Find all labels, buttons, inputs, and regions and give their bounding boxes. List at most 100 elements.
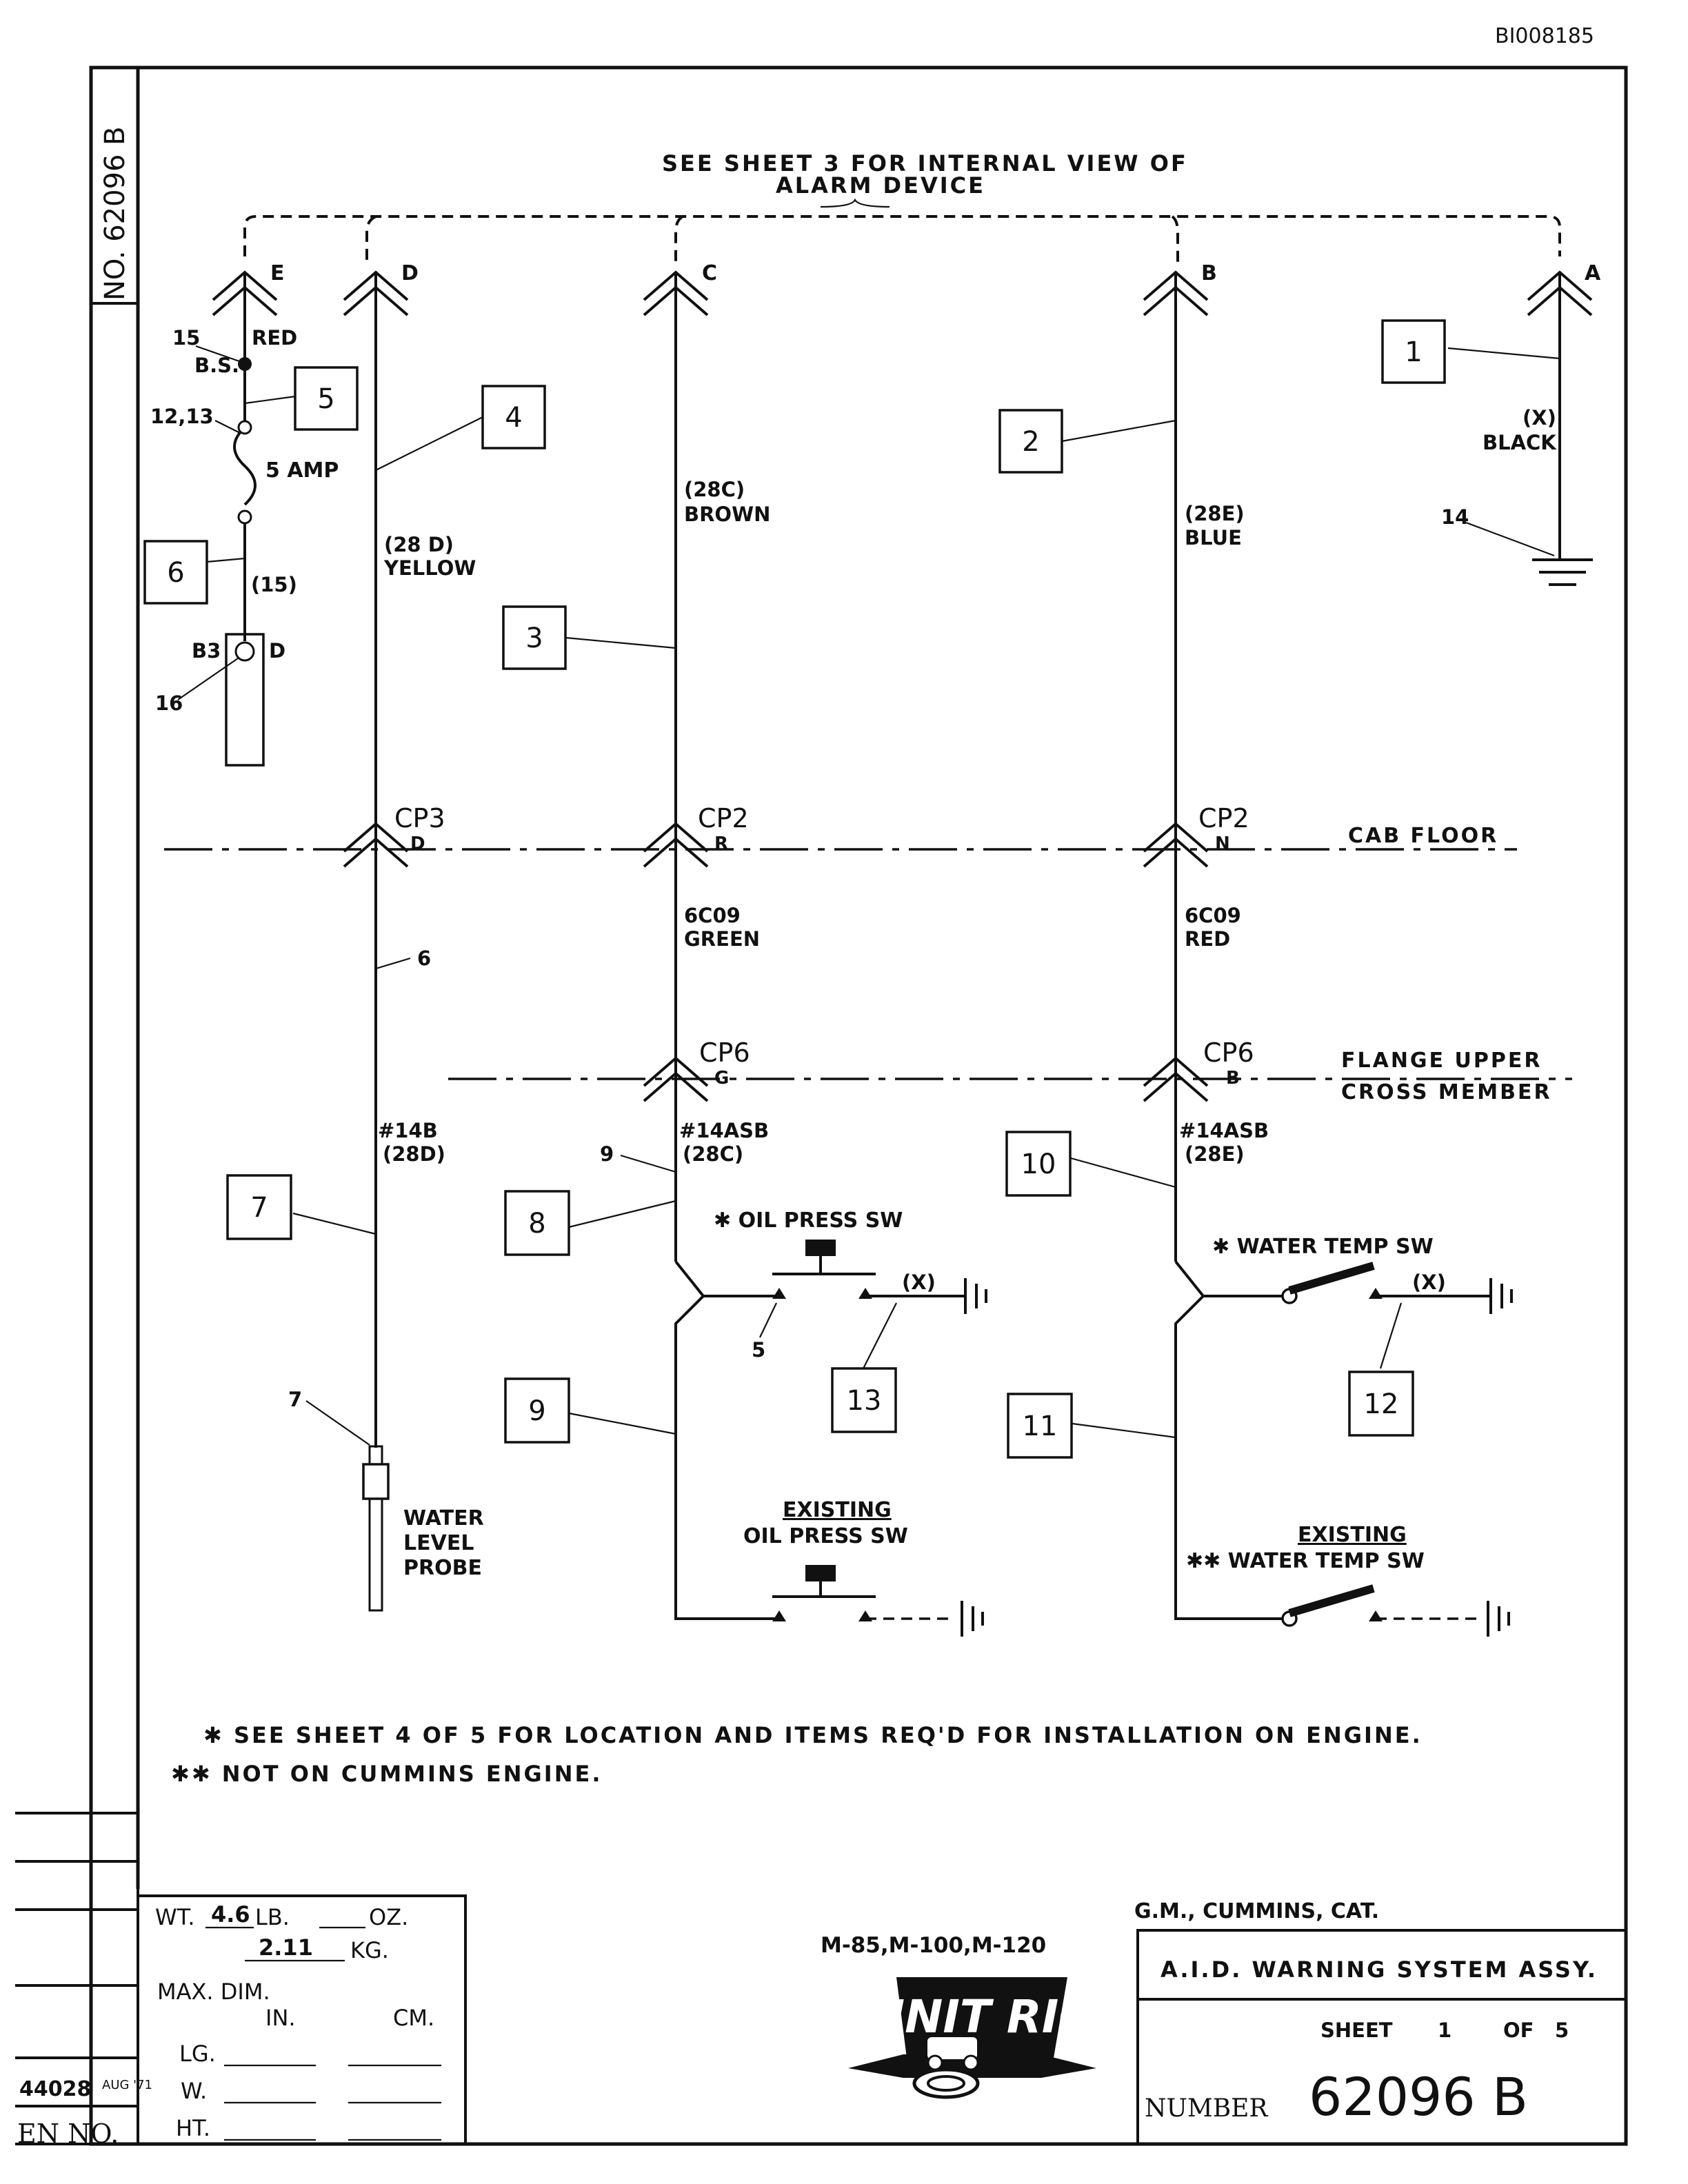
fuse-5-amp <box>233 426 257 506</box>
terminal-a-label: A <box>1585 261 1601 285</box>
item-box-2: 2 <box>998 409 1063 474</box>
weight-block <box>137 1894 467 2145</box>
en-no-label: EN NO. <box>17 2119 119 2149</box>
wt-kg-label: KG. <box>350 1937 389 1963</box>
cp6-c-pin: G <box>714 1068 729 1089</box>
header-note-line2: ALARM DEVICE <box>776 172 985 199</box>
alarm-device-dashed-bus <box>243 215 1561 262</box>
wire-b-color: BLUE <box>1185 526 1242 549</box>
svg-text:3: 3 <box>525 623 543 654</box>
svg-text:13: 13 <box>847 1385 882 1417</box>
number-label: NUMBER <box>1145 2094 1268 2123</box>
svg-text:11: 11 <box>1023 1410 1058 1442</box>
svg-text:9: 9 <box>528 1395 545 1427</box>
max-dim-label: MAX. DIM. <box>157 1979 270 2005</box>
terminal-d-label: D <box>401 261 419 285</box>
svg-text:6: 6 <box>167 557 184 589</box>
wire-c-code: (28C) <box>684 478 745 501</box>
callout-14: 14 <box>1441 505 1469 529</box>
callout-16: 16 <box>155 691 183 715</box>
b-low-1: #14ASB <box>1179 1119 1269 1142</box>
svg-text:4: 4 <box>505 402 522 434</box>
existing-oil-heading: EXISTING <box>783 1498 892 1522</box>
dim-w-label: W. <box>181 2078 207 2104</box>
callout-12-13: 12,13 <box>150 405 214 428</box>
dim-ht-label: HT. <box>176 2115 210 2141</box>
b3-label: B3 <box>192 639 221 663</box>
terminal-c-label: C <box>702 261 717 285</box>
cp6-c-label: CP6 <box>699 1038 750 1068</box>
water-switch-label: ✱ WATER TEMP SW <box>1212 1235 1434 1259</box>
callout-7: 7 <box>288 1388 302 1411</box>
wt-kg-value: 2.11 <box>259 1934 313 1961</box>
cab-floor-label: CAB FLOOR <box>1348 824 1498 848</box>
svg-text:1: 1 <box>1405 336 1422 368</box>
dim-in-label: IN. <box>265 2005 296 2031</box>
header-note-line1: SEE SHEET 3 FOR INTERNAL VIEW OF <box>662 150 1188 176</box>
sheet-total: 5 <box>1555 2019 1569 2042</box>
callout-15: 15 <box>172 326 200 350</box>
cp6-b-pin: B <box>1226 1068 1240 1089</box>
b3-d-label: D <box>269 639 285 663</box>
water-switch-x: (X) <box>1412 1271 1446 1294</box>
item-box-1: 1 <box>1381 319 1446 384</box>
b-mid-color: RED <box>1185 927 1230 951</box>
item-box-13: 13 <box>831 1367 897 1433</box>
svg-text:2: 2 <box>1022 426 1039 458</box>
cp2-c-label: CP2 <box>698 803 749 833</box>
probe-label-1: WATER <box>403 1506 484 1530</box>
item-box-6: 6 <box>143 540 208 605</box>
wire-d-color: YELLOW <box>383 556 476 580</box>
item-box-10: 10 <box>1005 1131 1072 1197</box>
revision-strip <box>15 1812 139 2145</box>
wire-a-code: (X) <box>1523 406 1556 429</box>
cp6-b-label: CP6 <box>1203 1038 1254 1068</box>
item-box-3: 3 <box>502 605 567 670</box>
item-box-8: 8 <box>504 1190 570 1256</box>
dim-lg-label: LG. <box>179 2041 216 2067</box>
oil-switch-label: ✱ OIL PRESS SW <box>714 1209 903 1233</box>
title-block <box>1136 1929 1627 2145</box>
callout-6-wire: 6 <box>417 947 431 970</box>
cp2-b-label: CP2 <box>1198 803 1249 833</box>
drawing-title: A.I.D. WARNING SYSTEM ASSY. <box>1160 1957 1598 1983</box>
cp3-pin: D <box>410 833 425 854</box>
drawing-border <box>89 65 1628 2146</box>
wt-lb-value: 4.6 <box>211 1901 250 1928</box>
revision-code: 44028 <box>19 2077 91 2101</box>
wire-e-color: RED <box>252 326 297 350</box>
revision-date: AUG '71 <box>102 2078 152 2092</box>
unit-rig-logo: UNIT RIG <box>848 1977 1096 2099</box>
svg-text:12: 12 <box>1364 1388 1399 1420</box>
c-mid-code: 6C09 <box>684 904 741 927</box>
applies-to: G.M., CUMMINS, CAT. <box>1134 1899 1379 1923</box>
svg-text:10: 10 <box>1021 1149 1056 1180</box>
sheet-label: SHEET <box>1320 2019 1393 2042</box>
item-box-11: 11 <box>1007 1393 1073 1459</box>
svg-text:UNIT RIG: UNIT RIG <box>868 1990 1096 2043</box>
water-temp-switch <box>1281 1262 1513 1315</box>
bs-label: B.S. <box>194 354 239 377</box>
wt-prefix: WT. <box>155 1904 195 1930</box>
models-label: M-85,M-100,M-120 <box>821 1933 1046 1958</box>
oil-press-switch <box>772 1240 987 1315</box>
terminal-e-label: E <box>270 261 285 285</box>
document-id: BI008185 <box>1495 24 1594 48</box>
terminal-b-label: B <box>1201 261 1217 285</box>
oil-switch-x: (X) <box>902 1271 936 1294</box>
svg-text:7: 7 <box>250 1192 268 1224</box>
b-low-2: (28E) <box>1185 1142 1245 1166</box>
svg-text:8: 8 <box>528 1208 545 1240</box>
existing-oil-label: OIL PRESS SW <box>743 1524 908 1548</box>
cp2-b-pin: N <box>1215 833 1230 854</box>
existing-water-temp-switch <box>1281 1584 1510 1638</box>
flange-label-1: FLANGE UPPER <box>1341 1049 1542 1073</box>
wire-c-color: BROWN <box>684 503 770 526</box>
wt-lb-label: LB. <box>255 1904 290 1930</box>
item-box-7: 7 <box>226 1174 292 1240</box>
cp2-c-pin: R <box>714 833 728 854</box>
cp3-label: CP3 <box>394 803 445 833</box>
item-box-5: 5 <box>294 366 359 431</box>
wire-a-color: BLACK <box>1483 431 1557 454</box>
